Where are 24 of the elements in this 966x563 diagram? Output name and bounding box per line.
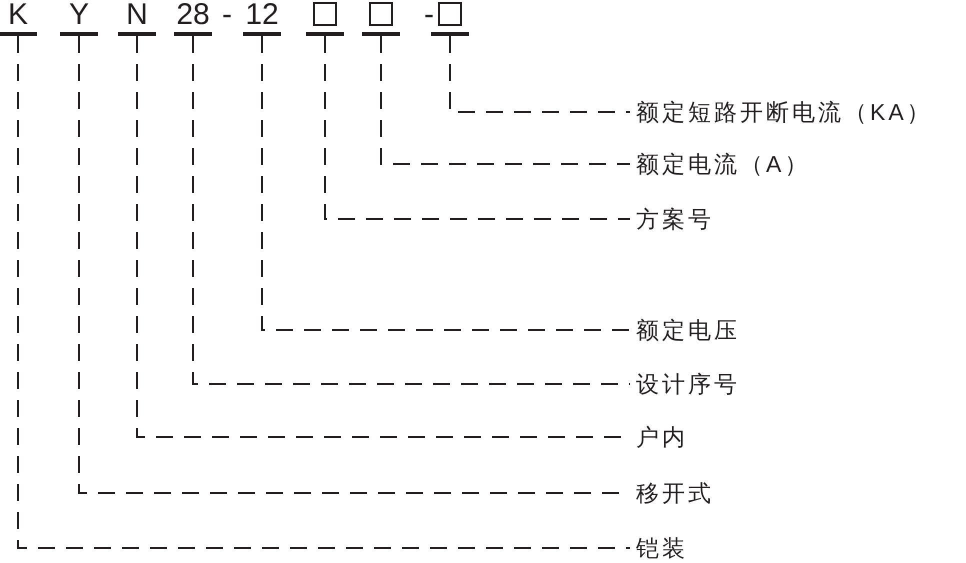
code-segment: 12 — [243, 0, 281, 36]
code-segment — [431, 0, 469, 36]
code-segment: 28 — [174, 0, 212, 36]
dashed-leader-line — [380, 36, 630, 165]
meaning-text: 移开式 — [636, 479, 714, 507]
hyphen: - — [424, 0, 434, 30]
dashed-leader-line — [261, 36, 630, 331]
code-segment — [362, 0, 400, 36]
hyphen: - — [222, 0, 232, 30]
code-segment: Y — [60, 0, 98, 36]
code-segment: K — [0, 0, 37, 36]
dashed-leader-line — [17, 36, 630, 549]
dashed-leader-line — [324, 36, 630, 220]
meaning-text: 额定电压 — [636, 316, 740, 344]
code-segment: N — [118, 0, 156, 36]
dashed-leader-line — [192, 36, 630, 385]
meaning-text: 设计序号 — [636, 370, 740, 398]
meaning-text: 额定电流（A） — [636, 150, 810, 178]
meaning-text: 铠装 — [636, 534, 688, 562]
dashed-leader-line — [449, 36, 630, 113]
meaning-text: 户内 — [636, 423, 688, 451]
code-segment — [306, 0, 344, 36]
meaning-text: 额定短路开断电流（KA） — [636, 98, 933, 126]
meaning-text: 方案号 — [636, 205, 714, 233]
